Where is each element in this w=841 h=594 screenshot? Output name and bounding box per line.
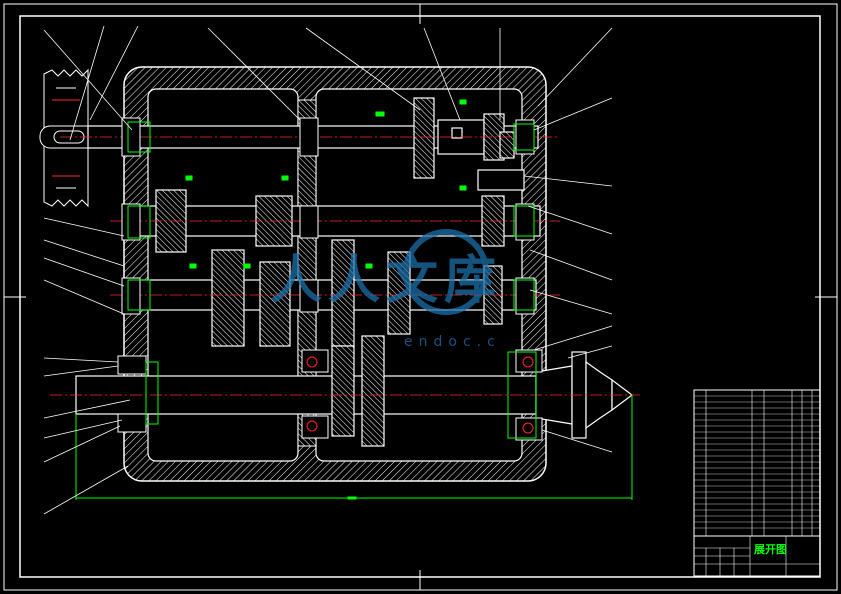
watermark: 人人文库 endoc.c (270, 229, 502, 350)
parts-list-table (693, 389, 821, 537)
main-spindle (50, 335, 640, 447)
intermediate-shaft-upper (110, 169, 560, 253)
part-leader-lines (43, 25, 613, 515)
watermark-text: 人人文库 (270, 251, 502, 311)
centering-marks (4, 4, 837, 590)
watermark-url: endoc.c (404, 334, 501, 350)
bearings (117, 117, 543, 441)
drawing-title: 展开图 (753, 543, 787, 556)
title-block (693, 535, 821, 577)
dimension-lines (75, 99, 633, 500)
